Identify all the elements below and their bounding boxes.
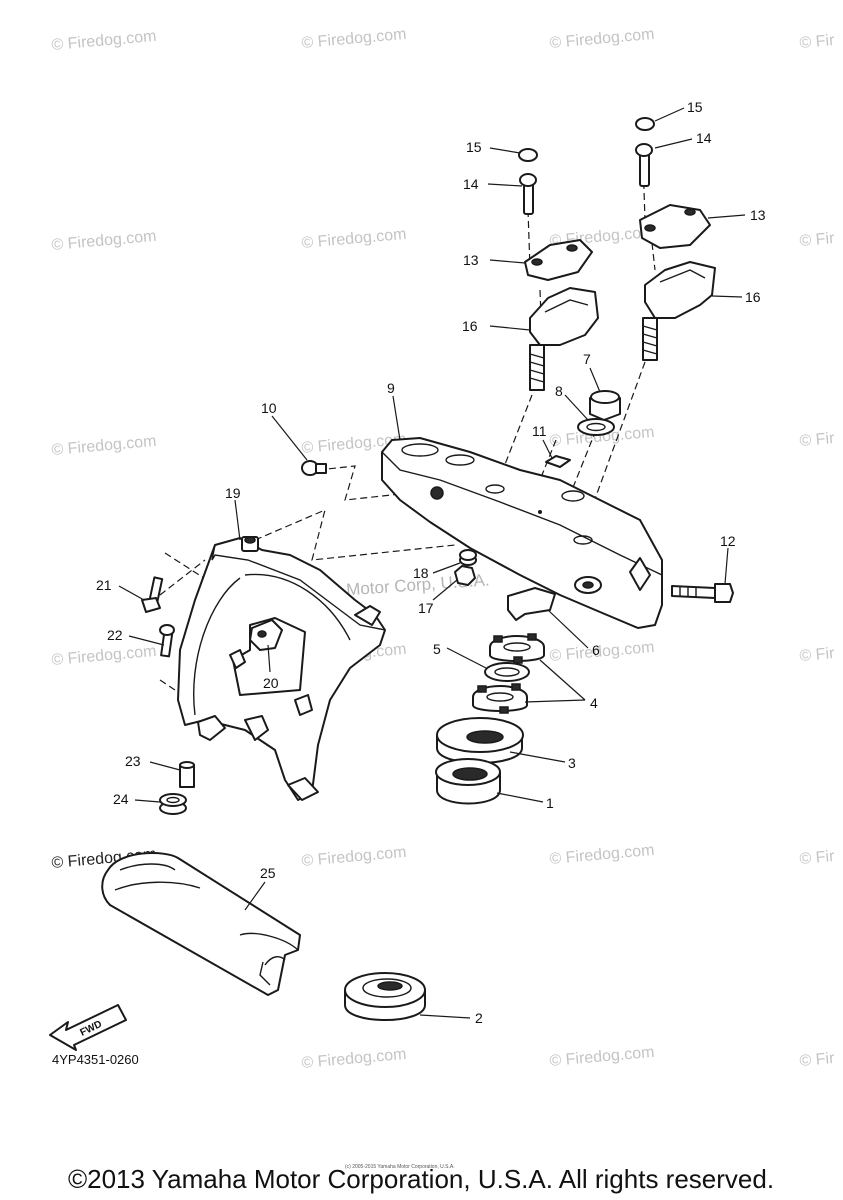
part-code: 4YP4351-0260 (52, 1052, 139, 1067)
lower-holder-16-right (644, 261, 716, 319)
callout-16-right: 16 (745, 289, 761, 305)
watermark: © Firedog.com (301, 844, 407, 870)
callout-1: 1 (546, 795, 554, 811)
upper-bracket-9 (381, 437, 663, 629)
callout-6: 6 (592, 642, 600, 658)
watermark: © Fir (799, 230, 836, 250)
bolt-22 (159, 624, 175, 658)
watermark: © Firedog.com (549, 26, 655, 52)
race-1 (435, 758, 501, 805)
callout-22: 22 (107, 627, 123, 643)
watermark: © Fir (799, 848, 836, 868)
washer-8 (577, 418, 615, 436)
callout-10: 10 (261, 400, 277, 416)
lower-holder-16-left (529, 287, 599, 346)
nut-7-washer-8 (577, 390, 621, 436)
callout-20: 20 (263, 675, 279, 691)
watermark: © Fir (799, 645, 836, 665)
callout-15-left: 15 (466, 139, 482, 155)
footer-copyright: ©2013 Yamaha Motor Corporation, U.S.A. A… (68, 1164, 774, 1194)
callout-5: 5 (433, 641, 441, 657)
plate-11 (545, 455, 571, 468)
callouts: 15 14 13 16 15 14 13 16 7 8 9 10 11 19 1… (96, 99, 766, 1026)
ring-nut-4-upper (489, 633, 545, 664)
fwd-arrow: FWD (49, 1004, 127, 1051)
callout-2: 2 (475, 1010, 483, 1026)
cover-25 (101, 852, 301, 996)
callout-14-left: 14 (463, 176, 479, 192)
watermark: © Firedog.com (51, 433, 157, 459)
holder-stud-left (529, 344, 545, 391)
callout-16-left: 16 (462, 318, 478, 334)
callout-19: 19 (225, 485, 241, 501)
washer-5 (484, 662, 530, 682)
callout-17: 17 (418, 600, 434, 616)
ring-nut-4-lower (472, 683, 528, 714)
leader-lines (118, 107, 746, 1019)
cap-15-left (518, 148, 538, 162)
callout-13-left: 13 (463, 252, 479, 268)
bearing-3 (436, 717, 524, 764)
callout-15-right: 15 (687, 99, 703, 115)
handlebar-holder-right (635, 117, 716, 361)
watermark: © Firedog.com (51, 228, 157, 254)
callout-14-right: 14 (696, 130, 712, 146)
callout-3: 3 (568, 755, 576, 771)
watermark: © Fir (799, 1050, 836, 1070)
callout-9: 9 (387, 380, 395, 396)
watermark: © Firedog.com (549, 1044, 655, 1070)
handlebar-holder-left (518, 148, 599, 391)
collar-23 (179, 761, 195, 788)
callout-23: 23 (125, 753, 141, 769)
watermark: © Firedog.com (549, 639, 655, 665)
callout-11: 11 (532, 423, 547, 439)
watermark: © Firedog.com (301, 1046, 407, 1072)
washer-18-nut-17 (454, 549, 477, 586)
cap-15-right (635, 117, 655, 131)
watermark: © Fir (799, 32, 836, 52)
watermark: © Firedog.com (549, 842, 655, 868)
callout-13-right: 13 (750, 207, 766, 223)
small-copyright: (c) 2005-2015 Yamaha Motor Corporation, … (345, 1164, 455, 1170)
callout-7: 7 (583, 351, 591, 367)
watermark: © Firedog.com (301, 226, 407, 252)
watermark: © Firedog.com (51, 643, 157, 669)
grommet-24 (159, 793, 187, 815)
callout-21: 21 (96, 577, 112, 593)
callout-4: 4 (590, 695, 598, 711)
stay-19 (177, 536, 386, 801)
watermark: © Firedog.com (51, 28, 157, 54)
upper-holder-13-right (639, 204, 711, 249)
callout-24: 24 (113, 791, 129, 807)
watermark: © Fir (799, 430, 836, 450)
bolt-21 (141, 576, 164, 613)
lock-washer-6 (507, 587, 556, 621)
watermark: © Firedog.com (301, 26, 407, 52)
callout-12: 12 (720, 533, 736, 549)
callout-18: 18 (413, 565, 429, 581)
callout-25: 25 (260, 865, 276, 881)
callout-8: 8 (555, 383, 563, 399)
oil-seal-2 (344, 972, 426, 1021)
bolt-10 (301, 460, 327, 476)
bolt-12 (671, 583, 734, 603)
